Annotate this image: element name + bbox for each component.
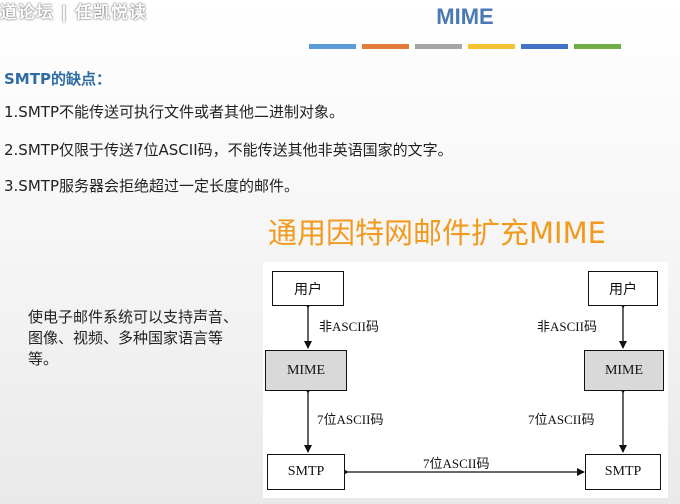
label-left-7bit: 7位ASCII码	[317, 412, 384, 427]
right-smtp-box: SMTP	[585, 454, 661, 490]
left-mime-box: MIME	[265, 350, 347, 391]
label-right-non-ascii: 非ASCII码	[537, 319, 597, 334]
stripe	[468, 44, 515, 49]
label-bottom-7bit: 7位ASCII码	[423, 456, 490, 471]
label-left-non-ascii: 非ASCII码	[319, 319, 379, 334]
stripe	[521, 44, 568, 49]
mime-subtitle: 通用因特网邮件扩充MIME	[268, 216, 606, 250]
left-user-box: 用户	[272, 271, 344, 306]
section-heading: SMTP的缺点：	[4, 70, 111, 88]
mime-diagram: 用户 用户 MIME MIME SMTP SMTP 非ASCII码 非ASCII…	[263, 262, 668, 498]
stripe	[574, 44, 621, 49]
right-user-box: 用户	[588, 271, 658, 306]
stripe	[362, 44, 409, 49]
stripe	[309, 44, 356, 49]
mime-description: 使电子邮件系统可以支持声音、图像、视频、多种国家语言等等。	[28, 308, 239, 368]
left-smtp-box: SMTP	[267, 454, 345, 490]
bullet-point-1: 1.SMTP不能传送可执行文件或者其他二进制对象。	[4, 103, 344, 121]
watermark-text: 道论坛 | 任凯悦读	[0, 3, 148, 23]
bullet-point-2: 2.SMTP仅限于传送7位ASCII码，不能传送其他非英语国家的文字。	[4, 141, 453, 159]
slide-title: MIME	[436, 4, 494, 29]
bullet-point-3: 3.SMTP服务器会拒绝超过一定长度的邮件。	[4, 177, 299, 195]
right-mime-box: MIME	[584, 350, 664, 391]
stripe	[415, 44, 462, 49]
label-right-7bit: 7位ASCII码	[528, 412, 595, 427]
diagram-arrows	[304, 301, 627, 476]
color-stripes	[309, 44, 621, 49]
